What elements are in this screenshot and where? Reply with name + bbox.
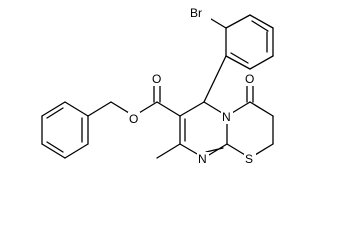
methyl-bond <box>156 143 181 159</box>
bromine-label: Br <box>190 6 202 20</box>
imine-nitrogen-label: N <box>198 152 207 166</box>
bromophenyl-ring <box>225 14 274 70</box>
benzyl-ring <box>41 101 112 159</box>
ketone-oxygen-label: O <box>245 72 254 86</box>
pyrimidine-ring <box>179 101 228 159</box>
ester-group <box>110 81 181 117</box>
ring-nitrogen-label: N <box>222 110 231 124</box>
molecule-structure: Br O O O N N S <box>41 5 274 166</box>
aryl-c6-bond <box>203 55 227 103</box>
ester-oxygen-label: O <box>129 112 138 126</box>
sulfur-label: S <box>245 152 253 166</box>
molecule-canvas: Br O O O N N S <box>41 5 274 166</box>
thiazine-ring <box>226 101 274 159</box>
carbonyl-oxygen-label: O <box>152 72 161 86</box>
